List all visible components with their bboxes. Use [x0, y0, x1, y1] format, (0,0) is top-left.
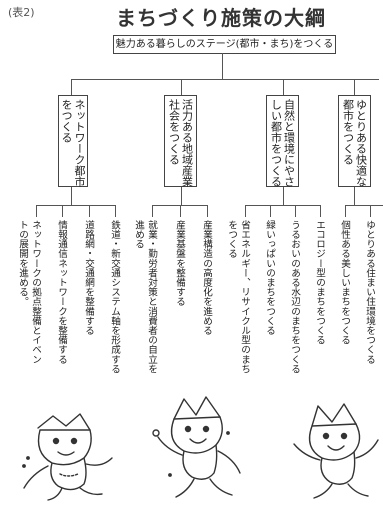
category-box-network: ネットワーク都市 をつくる	[58, 95, 88, 187]
item-text: ネットワークの拠点整備とイベン	[30, 220, 41, 364]
category-box-environment: 自然と環境にやさ しい都市をつくる	[266, 95, 299, 187]
table-label: (表2)	[8, 6, 35, 19]
mascot-waving-icon	[288, 398, 383, 503]
category-label-line: ネットワーク都市	[73, 99, 86, 187]
category-box-comfort: ゆとりある快適な 都市をつくる	[338, 95, 371, 187]
item-text: ゆとりある住まい住環境をつくる	[364, 220, 375, 364]
root-box: 魅力ある暮らしのステージ(都市・まち)をつくる	[113, 35, 336, 54]
item-text: 個性ある美しいまちをつくる	[339, 220, 350, 345]
category-label-line: 社会をつくる	[167, 99, 181, 165]
mascot-dancing-icon	[148, 393, 248, 503]
category-label-line: しい都市をつくる	[269, 99, 283, 187]
category-label-line: ゆとりある快適な	[354, 99, 368, 187]
item-text: 省エネルギー、リサイクル型のまち	[239, 220, 250, 374]
category-label-line: 活力ある地域産業	[180, 99, 194, 187]
item-text: 情報通信ネットワークを整備する	[56, 220, 67, 364]
item-text: うるおいのある水辺のまちをつくる	[289, 220, 300, 374]
page-title: まちづくり施策の大綱	[116, 6, 326, 30]
category-label-line: をつくる	[60, 99, 73, 143]
item-text: エコロジー型のまちをつくる	[314, 220, 325, 345]
mascot-flying-icon	[18, 408, 118, 503]
category-label-line: 都市をつくる	[341, 99, 355, 165]
item-text: トの展開を進める。	[17, 220, 28, 307]
item-text: をつくる	[226, 220, 237, 259]
category-label-line: 自然と環境にやさ	[282, 99, 296, 187]
item-text: 緑いっぱいのまちをつくる	[264, 220, 275, 336]
item-text: 進める	[133, 220, 144, 249]
item-text: 産業基盤を整備する	[174, 220, 185, 307]
item-text: 鉄道・新交通システム軸を形成する	[109, 220, 120, 374]
category-box-industry: 活力ある地域産業 社会をつくる	[164, 95, 197, 187]
item-text: 道路網・交通網を整備する	[83, 220, 94, 336]
item-text: 産業構造の高度化を進める	[201, 220, 212, 336]
item-text: 就業・勤労者対策と消費者の自立を	[146, 220, 157, 374]
